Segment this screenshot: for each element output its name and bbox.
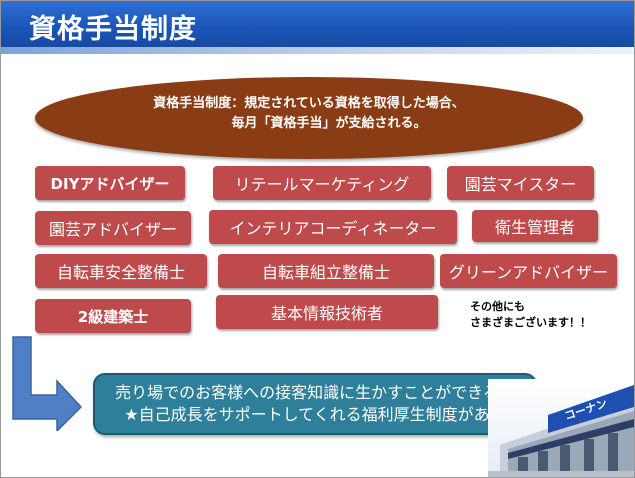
other-note-line-2: さまざまございます！！ bbox=[470, 316, 591, 329]
summary-line-2: 毎月「資格手当」が支給される。 bbox=[231, 116, 427, 131]
bent-arrow-right-icon bbox=[12, 336, 83, 431]
qualification-bicycle-safety-mechanic: 自転車安全整備士 bbox=[35, 254, 207, 288]
benefit-line-2: ★自己成長をサポートしてくれる福利厚生制度がある bbox=[124, 405, 506, 424]
summary-line-1: 資格手当制度：規定されている資格を取得した場合、 bbox=[153, 96, 465, 111]
qualification-retail-marketing: リテールマーケティング bbox=[213, 166, 431, 200]
summary-text: 資格手当制度：規定されている資格を取得した場合、 毎月「資格手当」が支給される。 bbox=[35, 94, 583, 134]
benefit-line-1: 売り場でのお客様への接客知識に生かすことができる。 bbox=[115, 383, 515, 402]
qualification-green-advisor: グリーンアドバイザー bbox=[440, 254, 617, 288]
page-title: 資格手当制度 bbox=[29, 14, 197, 45]
qualification-bicycle-assembly-mechanic: 自転車組立整備士 bbox=[218, 254, 434, 288]
other-note-line-1: その他にも bbox=[470, 300, 525, 313]
store-building-image: コーナン bbox=[488, 379, 634, 477]
qualification-2nd-class-architect: 2級建築士 bbox=[35, 299, 191, 333]
qualification-health-manager: 衛生管理者 bbox=[472, 210, 598, 242]
qualification-gardening-advisor: 園芸アドバイザー bbox=[35, 211, 191, 245]
qualification-interior-coordinator: インテリアコーディネーター bbox=[209, 210, 457, 244]
qualification-diy-advisor: DIYアドバイザー bbox=[35, 166, 185, 200]
title-underline-stripe bbox=[1, 47, 634, 54]
benefit-box: 売り場でのお客様への接客知識に生かすことができる。 ★自己成長をサポートしてくれ… bbox=[93, 373, 537, 435]
qualification-basic-it-engineer: 基本情報技術者 bbox=[216, 295, 438, 329]
other-qualifications-note: その他にも さまざまございます！！ bbox=[470, 299, 591, 331]
qualification-gardening-meister: 園芸マイスター bbox=[447, 166, 594, 200]
summary-oval bbox=[35, 77, 583, 159]
title-bar: 資格手当制度 bbox=[1, 1, 634, 47]
